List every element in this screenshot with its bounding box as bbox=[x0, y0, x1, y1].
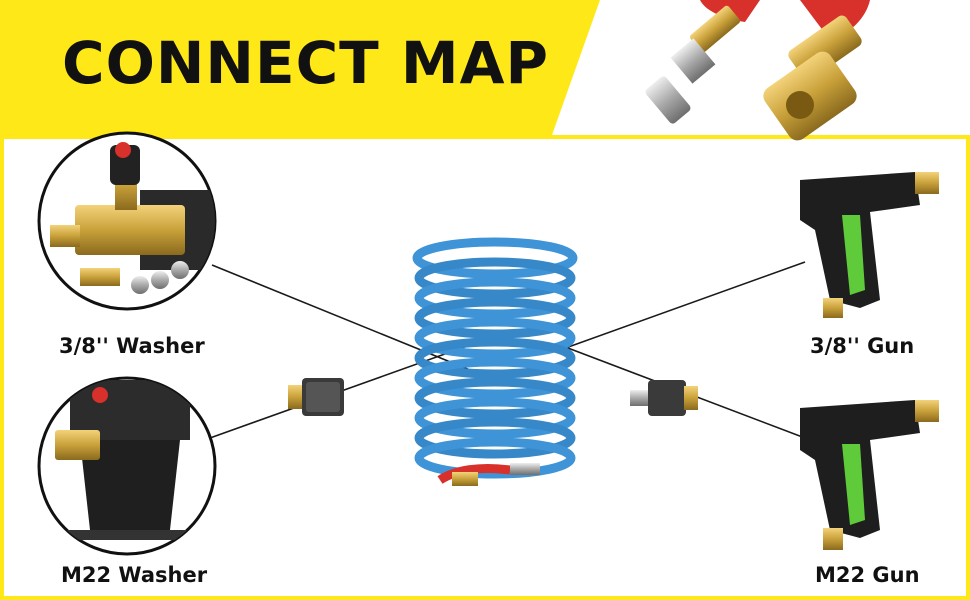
label-washer-38: 3/8'' Washer bbox=[59, 334, 205, 358]
frame-right-border bbox=[966, 135, 970, 600]
frame-left-border bbox=[0, 135, 4, 600]
label-gun-m22: M22 Gun bbox=[815, 563, 920, 587]
quick-connect-adapter-icon bbox=[630, 380, 698, 416]
label-gun-38: 3/8'' Gun bbox=[810, 334, 915, 358]
header-divider bbox=[0, 135, 970, 139]
line-gun-38 bbox=[559, 261, 806, 351]
m22-female-adapter-icon bbox=[288, 378, 344, 416]
label-washer-m22: M22 Washer bbox=[61, 563, 208, 587]
washer-pump-m22-icon bbox=[37, 376, 217, 556]
washer-pump-38-icon bbox=[37, 131, 217, 311]
hose-connector-pair-icon bbox=[645, 0, 870, 141]
spray-gun-38-icon bbox=[800, 172, 939, 318]
header-yellow-banner bbox=[0, 0, 600, 135]
frame-bottom-border bbox=[0, 596, 970, 600]
line-washer-38 bbox=[211, 264, 471, 371]
page-title: CONNECT MAP bbox=[62, 29, 550, 97]
coiled-hose-icon bbox=[412, 237, 578, 486]
spray-gun-m22-icon bbox=[800, 400, 939, 550]
